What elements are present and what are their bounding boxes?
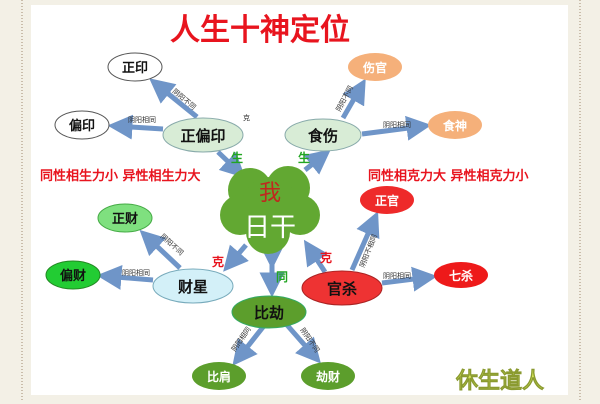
- title: 人生十神定位: [170, 13, 350, 48]
- svg-text:正官: 正官: [375, 193, 399, 208]
- node-caixing: 财星: [152, 268, 234, 304]
- svg-text:伤官: 伤官: [362, 60, 387, 75]
- arrow-to-shishen: [361, 115, 432, 141]
- node-bijian: 比肩: [192, 362, 246, 390]
- arrow-to-zhengcai: [139, 229, 182, 270]
- node-zhengpianyin: 正偏印: [162, 117, 244, 153]
- svg-text:比肩: 比肩: [207, 369, 231, 384]
- svg-text:劫财: 劫财: [316, 369, 340, 384]
- relation-tong: 同: [276, 270, 288, 284]
- relation-ke: 克: [320, 250, 332, 265]
- watermark: 休生道人: [455, 368, 544, 394]
- node-piancai: 偏财: [45, 260, 101, 290]
- arrow-to-pianyin: [107, 114, 164, 140]
- edge-label: 阴阳相同: [383, 120, 411, 129]
- relation-ke: 克: [212, 254, 224, 269]
- node-pianyin: 偏印: [54, 110, 110, 140]
- edge-label: 阴阳相同: [128, 115, 156, 124]
- svg-text:正偏印: 正偏印: [180, 127, 225, 145]
- svg-text:财星: 财星: [178, 278, 208, 296]
- arrow-to-qisha: [381, 266, 438, 292]
- node-zhengcai: 正财: [97, 203, 153, 233]
- node-guansha: 官杀: [301, 270, 383, 306]
- arrow-sheng-to-shishang: [303, 149, 331, 175]
- note-left: 同性相生力小 异性相生力大: [40, 168, 201, 184]
- note-right: 同性相克力大 异性相克力小: [368, 168, 529, 184]
- relation-sheng: 生: [231, 150, 243, 165]
- center-cloud: 我 日干: [220, 166, 320, 254]
- svg-text:食伤: 食伤: [308, 127, 338, 145]
- node-shangguan: 伤官: [348, 53, 402, 81]
- relation-ke-small: 克: [243, 114, 250, 122]
- svg-text:正印: 正印: [122, 61, 148, 76]
- edge-label: 阴阳相同: [383, 271, 411, 280]
- edge-label: 阴阳相同: [122, 268, 150, 277]
- svg-text:食神: 食神: [442, 118, 467, 133]
- center-rigan: 日干: [244, 213, 296, 243]
- arrow-to-jiecai: [285, 323, 321, 364]
- svg-text:官杀: 官杀: [327, 280, 357, 298]
- arrows: [96, 78, 438, 366]
- node-qisha: 七杀: [434, 262, 488, 288]
- node-zhengyin: 正印: [107, 52, 163, 82]
- arrow-ke-to-caixing: [223, 243, 249, 272]
- arrow-to-zhengyin: [149, 78, 199, 119]
- arrow-to-shangguan: [340, 78, 366, 120]
- svg-text:偏印: 偏印: [69, 118, 95, 134]
- node-zhengguan: 正官: [360, 186, 414, 214]
- node-bijie: 比劫: [231, 295, 307, 329]
- svg-text:七杀: 七杀: [449, 268, 473, 283]
- svg-text:正财: 正财: [112, 211, 138, 227]
- svg-text:比劫: 比劫: [254, 304, 284, 322]
- arrow-sheng-to-me: [216, 150, 246, 179]
- relation-sheng: 生: [298, 150, 310, 165]
- node-shishen: 食神: [428, 111, 482, 139]
- node-jiecai: 劫财: [301, 362, 355, 390]
- arrow-ke-to-me: [303, 239, 329, 274]
- center-me: 我: [259, 181, 281, 206]
- arrow-to-bijian: [232, 320, 269, 366]
- node-shishang: 食伤: [284, 118, 362, 152]
- svg-text:偏财: 偏财: [60, 268, 86, 284]
- arrow-to-zhengguan: [349, 211, 380, 272]
- arrow-to-piancai: [96, 264, 154, 290]
